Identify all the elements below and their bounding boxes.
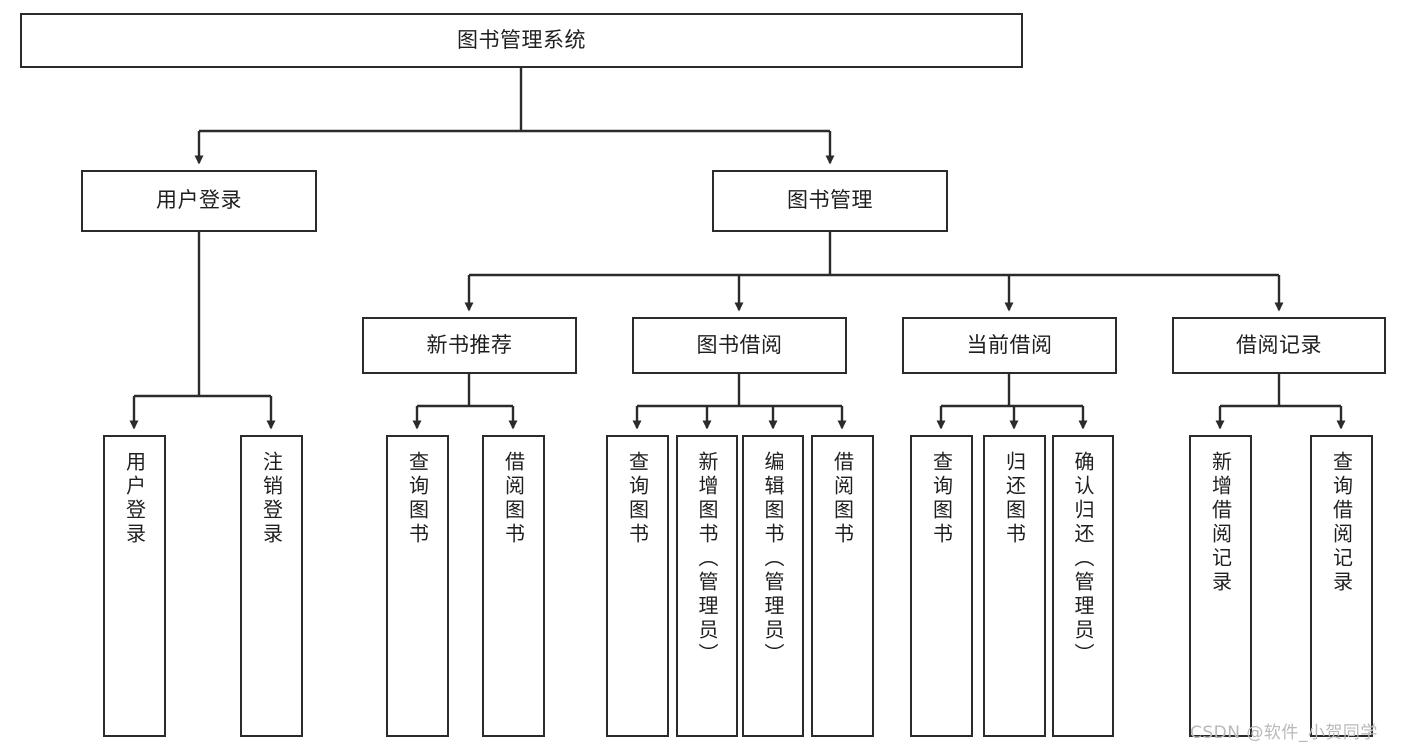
node-leaf-query-borrow-record-label: 查询借阅记录 [1329,451,1354,595]
node-level3-current-borrow[interactable]: 当前借阅 [902,317,1117,374]
node-level2-user-login[interactable]: 用户登录 [81,170,317,232]
node-leaf-query-book-current-label: 查询图书 [929,451,954,547]
node-level3-new-book-recommend-label: 新书推荐 [426,332,513,357]
node-level2-book-management-label: 图书管理 [787,188,873,213]
node-level3-book-borrow[interactable]: 图书借阅 [632,317,847,374]
node-level2-book-management[interactable]: 图书管理 [712,170,948,232]
node-leaf-query-book-recommend[interactable]: 查询图书 [386,435,449,737]
node-leaf-add-borrow-record[interactable]: 新增借阅记录 [1189,435,1252,737]
node-root-label: 图书管理系统 [457,27,586,52]
node-leaf-add-book-admin[interactable]: 新增图书（管理员） [676,435,738,737]
node-level3-borrow-record[interactable]: 借阅记录 [1172,317,1386,374]
node-leaf-query-book-borrow[interactable]: 查询图书 [606,435,669,737]
node-leaf-return-book-label: 归还图书 [1002,451,1027,547]
node-level2-user-login-label: 用户登录 [156,188,242,213]
node-leaf-add-borrow-record-label: 新增借阅记录 [1208,451,1233,595]
node-leaf-edit-book-admin[interactable]: 编辑图书（管理员） [742,435,804,737]
node-leaf-edit-book-admin-label: 编辑图书（管理员） [761,451,785,667]
node-level3-new-book-recommend[interactable]: 新书推荐 [362,317,577,374]
node-leaf-return-book[interactable]: 归还图书 [983,435,1046,737]
node-root[interactable]: 图书管理系统 [20,13,1023,68]
node-leaf-borrow-book-label: 借阅图书 [830,451,855,547]
csdn-watermark: CSDN @软件_小贺同学 [1190,723,1378,743]
node-leaf-borrow-book-recommend-label: 借阅图书 [501,451,526,547]
node-leaf-confirm-return-admin[interactable]: 确认归还（管理员） [1052,435,1114,737]
node-leaf-query-borrow-record[interactable]: 查询借阅记录 [1310,435,1373,737]
node-leaf-borrow-book-recommend[interactable]: 借阅图书 [482,435,545,737]
node-level3-book-borrow-label: 图书借阅 [696,332,783,357]
node-leaf-add-book-admin-label: 新增图书（管理员） [695,451,719,667]
node-leaf-logout-label: 注销登录 [259,451,284,547]
node-leaf-confirm-return-admin-label: 确认归还（管理员） [1071,451,1095,667]
node-leaf-borrow-book[interactable]: 借阅图书 [811,435,874,737]
node-leaf-logout[interactable]: 注销登录 [240,435,303,737]
node-leaf-query-book-recommend-label: 查询图书 [405,451,430,547]
node-leaf-query-book-borrow-label: 查询图书 [625,451,650,547]
node-leaf-user-login[interactable]: 用户登录 [103,435,166,737]
node-leaf-query-book-current[interactable]: 查询图书 [910,435,973,737]
node-level3-borrow-record-label: 借阅记录 [1236,332,1322,357]
node-leaf-user-login-label: 用户登录 [122,451,147,547]
node-level3-current-borrow-label: 当前借阅 [966,332,1053,357]
